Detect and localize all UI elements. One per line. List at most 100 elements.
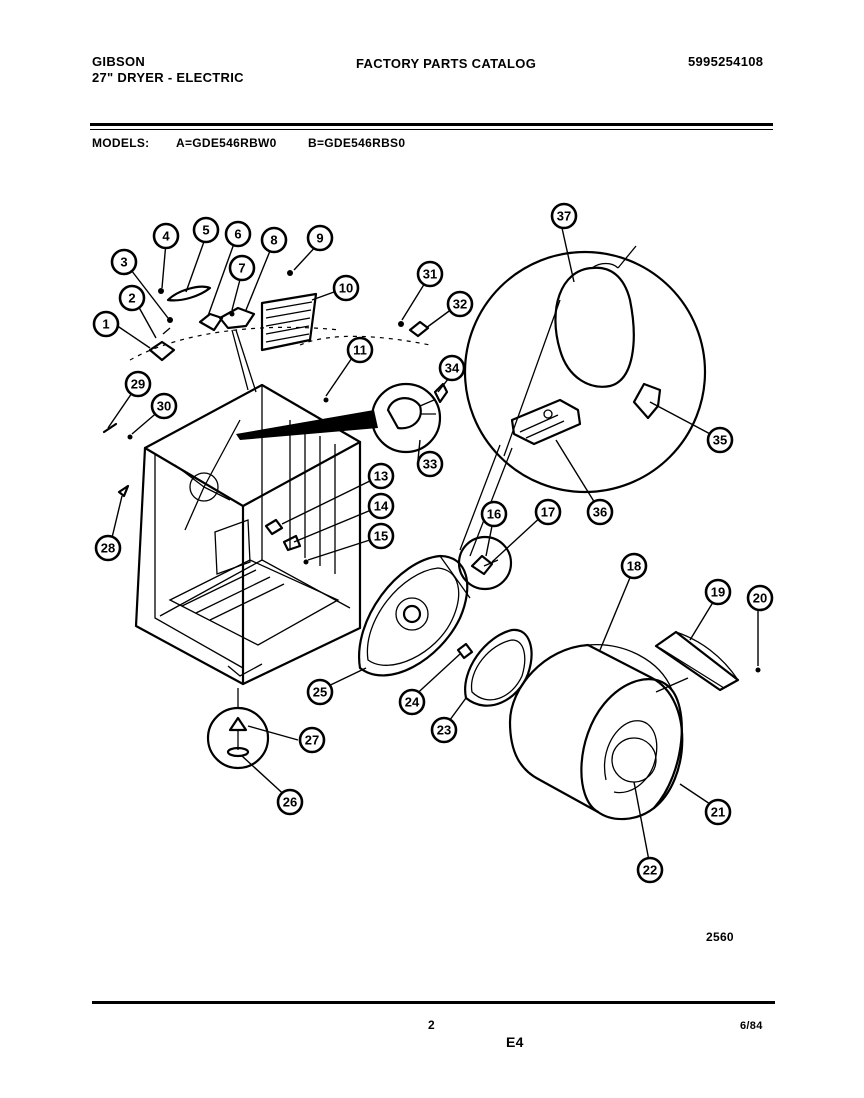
callout-32: 32 [446,290,474,318]
control-hardware-parts [129,270,341,393]
svg-text:14: 14 [374,499,389,514]
svg-text:5: 5 [202,223,209,238]
figure-code: 2560 [706,930,734,944]
callout-2: 2 [118,284,146,312]
svg-text:16: 16 [487,507,501,522]
thermostat-detail [236,382,449,454]
svg-text:17: 17 [541,505,555,520]
callout-23: 23 [430,716,458,744]
svg-text:3: 3 [120,255,127,270]
section-code: E4 [506,1034,524,1050]
footer-rule [92,1001,775,1004]
dryer-drum [508,643,684,821]
callout-4: 4 [152,222,180,250]
part-32-clip [408,320,430,338]
callout-26: 26 [276,788,304,816]
drum-baffle [654,630,761,693]
svg-text:28: 28 [101,541,115,556]
callout-10: 10 [332,274,360,302]
callout-16: 16 [480,500,508,528]
header-rule-thick [90,123,773,126]
callout-7: 7 [228,254,256,282]
callout-25: 25 [306,678,334,706]
svg-text:6: 6 [234,227,241,242]
part-11-screw [323,397,329,403]
header-rule-thin [90,129,773,130]
callout-5: 5 [192,216,220,244]
callout-11: 11 [346,336,374,364]
svg-text:36: 36 [593,505,607,520]
callout-28: 28 [94,534,122,562]
svg-text:11: 11 [353,343,367,358]
svg-text:24: 24 [405,695,420,710]
callout-21: 21 [704,798,732,826]
svg-text:23: 23 [437,723,451,738]
svg-text:33: 33 [423,457,437,472]
part-14 [282,534,302,552]
svg-text:25: 25 [313,685,327,700]
part-30 [127,434,133,440]
models-label: MODELS: [92,136,150,150]
svg-text:32: 32 [453,297,467,312]
callout-18: 18 [620,552,648,580]
model-a: A=GDE546RBW0 [176,136,277,150]
callout-9: 9 [306,224,334,252]
callout-3: 3 [110,248,138,276]
part-31-screw [398,321,404,327]
callout-36: 36 [586,498,614,526]
svg-text:1: 1 [102,317,109,332]
part-28 [117,484,130,498]
svg-text:19: 19 [711,585,725,600]
callout-30: 30 [150,392,178,420]
callout-1: 1 [92,310,120,338]
callout-13: 13 [367,462,395,490]
svg-text:2: 2 [128,291,135,306]
svg-text:29: 29 [131,377,145,392]
svg-text:9: 9 [316,231,323,246]
callout-8: 8 [260,226,288,254]
svg-text:26: 26 [283,795,297,810]
revision-date: 6/84 [740,1020,763,1032]
top-panel-outline [299,335,431,346]
svg-text:34: 34 [445,361,460,376]
svg-text:31: 31 [423,267,437,282]
svg-text:10: 10 [339,281,353,296]
svg-text:7: 7 [238,261,245,276]
svg-text:13: 13 [374,469,388,484]
callout-19: 19 [704,578,732,606]
svg-text:18: 18 [627,559,641,574]
part-29 [102,422,118,434]
product-description: 27" DRYER - ELECTRIC [92,70,244,85]
callout-29: 29 [124,370,152,398]
part-13 [264,518,284,536]
callout-24: 24 [398,688,426,716]
callout-35: 35 [706,426,734,454]
callout-37: 37 [550,202,578,230]
svg-text:4: 4 [162,229,170,244]
svg-text:35: 35 [713,433,727,448]
callout-15: 15 [367,522,395,550]
callout-34: 34 [438,354,466,382]
page-number: 2 [428,1018,435,1032]
callout-17: 17 [534,498,562,526]
callout-leaders [107,227,759,867]
svg-text:21: 21 [711,805,725,820]
model-b: B=GDE546RBS0 [308,136,406,150]
callout-31: 31 [416,260,444,288]
drum-seal [456,628,533,707]
belt-and-idler-detail [459,245,707,557]
catalog-number: 5995254108 [688,54,764,69]
callout-22: 22 [636,856,664,884]
callout-27: 27 [298,726,326,754]
rear-bulkhead [357,554,471,677]
leveling-leg-detail [206,688,270,770]
lint-screen-grille [260,292,318,352]
dryer-cabinet [134,383,362,686]
svg-text:22: 22 [643,863,657,878]
svg-text:15: 15 [374,529,388,544]
callout-6: 6 [224,220,252,248]
svg-text:37: 37 [557,209,571,224]
svg-text:20: 20 [753,591,767,606]
